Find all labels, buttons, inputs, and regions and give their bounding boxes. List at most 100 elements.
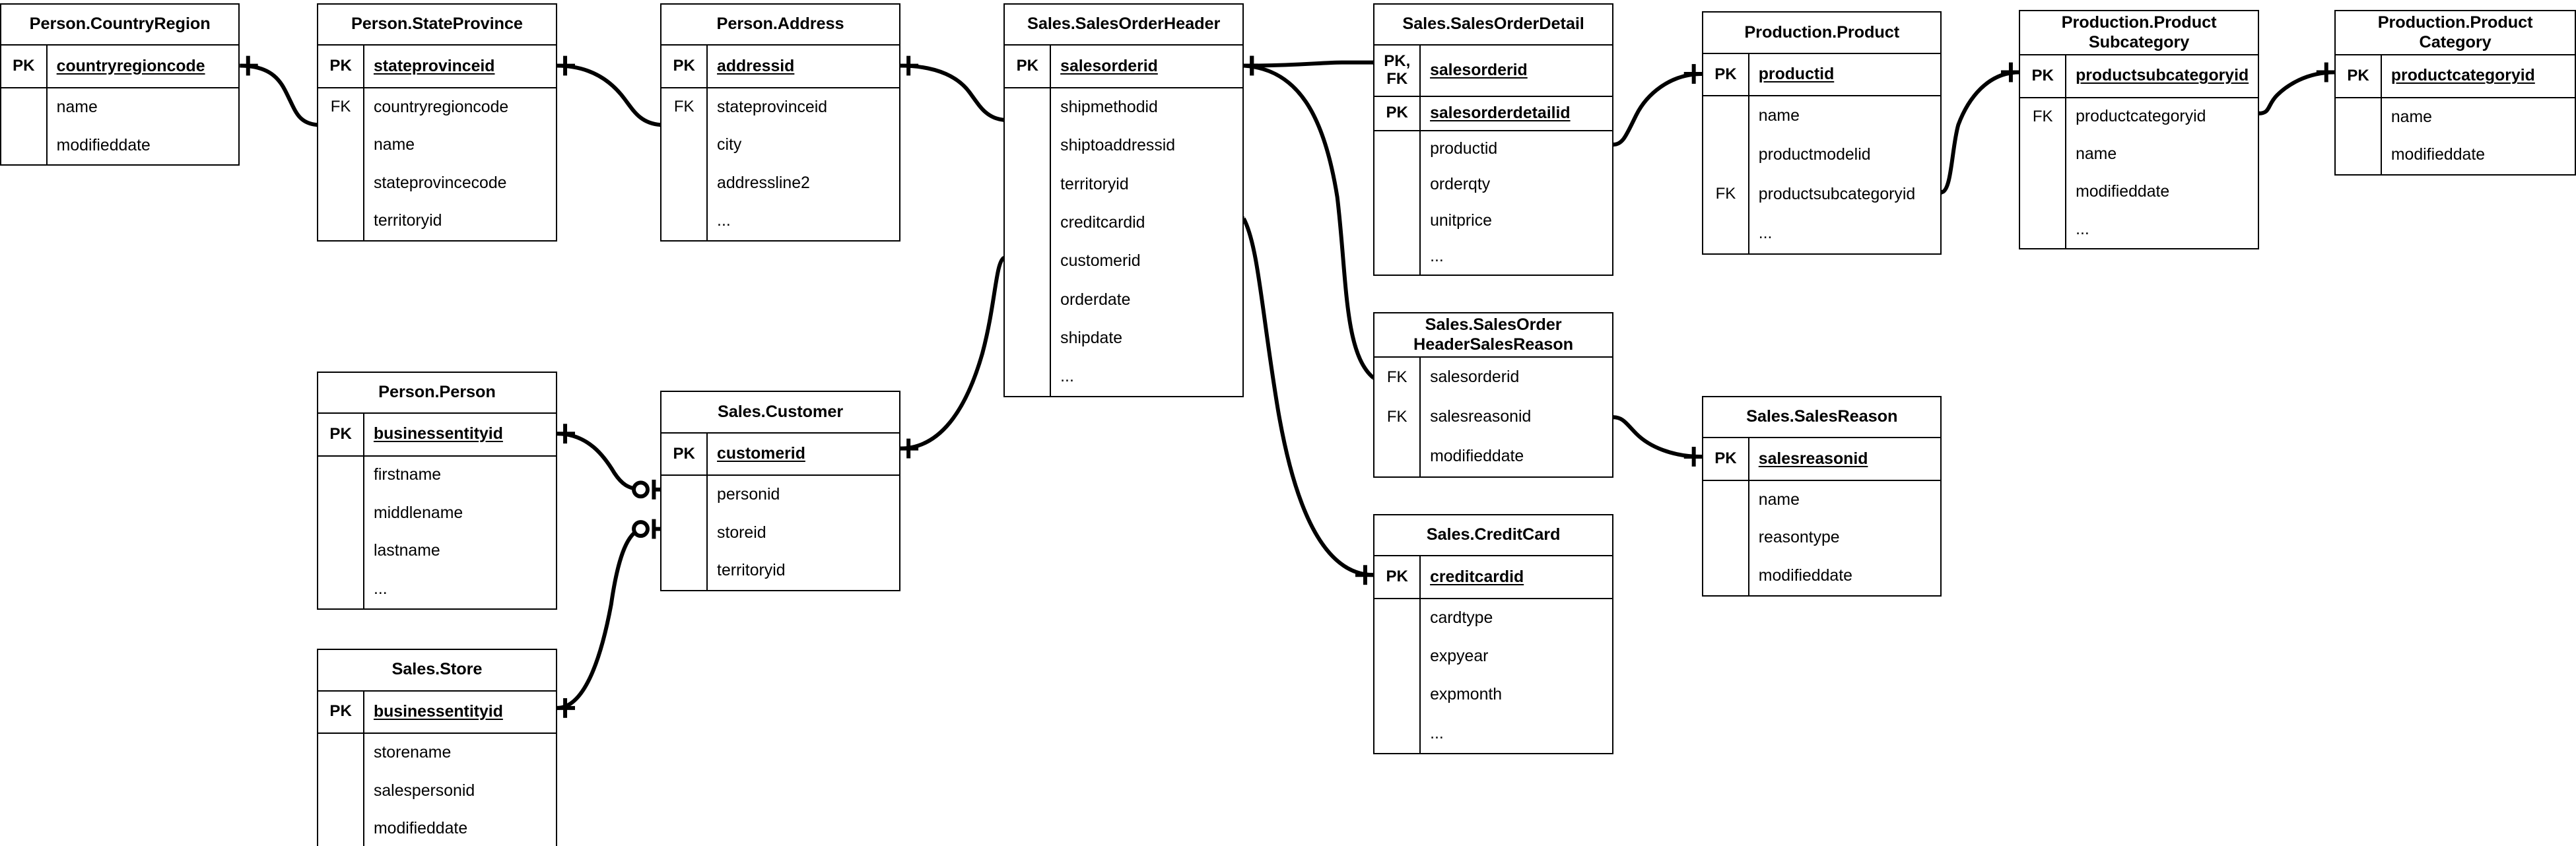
field-name: name xyxy=(2390,108,2432,126)
key-tag xyxy=(318,456,364,495)
field-name: reasontype xyxy=(1758,529,1840,547)
field-row: ... xyxy=(1703,214,1940,253)
key-tag xyxy=(1374,676,1421,715)
key-tag: PK xyxy=(661,433,708,475)
field-row: shipdate xyxy=(1005,319,1242,358)
key-tag xyxy=(1005,242,1052,281)
field-name: stateprovinceid xyxy=(717,98,828,116)
key-tag xyxy=(1005,88,1052,127)
attribute-block: name modifieddate xyxy=(2336,98,2575,175)
field-name: expmonth xyxy=(1430,686,1503,704)
field-row: middlename xyxy=(318,494,555,533)
field-name: lastname xyxy=(373,542,440,560)
field-name: salesreasonid xyxy=(1758,449,1868,468)
key-tag xyxy=(661,202,708,240)
key-tag xyxy=(661,164,708,203)
key-tag xyxy=(1005,165,1052,204)
field-name: customerid xyxy=(1060,252,1141,271)
attribute-block: name modifieddate xyxy=(1,88,238,165)
field-row: modifieddate xyxy=(1,126,238,165)
field-row: stateprovincecode xyxy=(318,164,555,203)
field-name: name xyxy=(1758,107,1800,125)
key-tag xyxy=(661,476,708,514)
key-tag xyxy=(1374,714,1421,753)
field-row: personid xyxy=(661,476,898,514)
field-row: modifieddate xyxy=(2336,136,2575,175)
field-row: cardtype xyxy=(1374,599,1611,638)
field-name: name xyxy=(1758,490,1800,509)
key-tag: PK xyxy=(318,413,364,455)
field-name: orderqty xyxy=(1430,176,1491,194)
field-name: name xyxy=(373,136,415,154)
entity-title: Sales.Store xyxy=(318,650,556,692)
field-name: creditcardid xyxy=(1060,214,1145,232)
field-name: storename xyxy=(373,744,452,762)
entity-title: Production.Product Subcategory xyxy=(2020,11,2258,56)
entity-title: Sales.SalesOrderHeader xyxy=(1005,5,1242,46)
key-tag xyxy=(661,513,708,552)
field-row: name xyxy=(1,88,238,127)
key-tag xyxy=(1005,127,1052,166)
key-tag xyxy=(1,126,48,165)
entity-title: Sales.SalesOrder HeaderSalesReason xyxy=(1374,313,1612,358)
field-name: territoryid xyxy=(373,212,442,230)
field-name: modifieddate xyxy=(2390,146,2486,164)
key-tag xyxy=(1703,480,1749,519)
field-row: addressline2 xyxy=(661,164,898,203)
field-row: ... xyxy=(2020,211,2257,249)
field-name: territoryid xyxy=(717,562,786,580)
entity-title: Production.Product xyxy=(1703,13,1941,54)
field-name: orderdate xyxy=(1060,290,1131,309)
field-name: middlename xyxy=(373,504,463,522)
key-tag xyxy=(318,202,364,240)
field-name: firstname xyxy=(373,466,442,484)
field-row: reasontype xyxy=(1703,519,1940,558)
entity-title: Person.Person xyxy=(318,373,556,414)
key-tag: PK xyxy=(1005,46,1052,87)
field-name: modifieddate xyxy=(56,136,151,154)
field-name: ... xyxy=(1060,368,1074,386)
key-tag xyxy=(318,570,364,608)
key-tag: FK xyxy=(1374,397,1421,438)
field-row: modifieddate xyxy=(318,810,555,846)
field-name: shipdate xyxy=(1060,329,1123,347)
entity-title: Production.Product Category xyxy=(2336,11,2575,56)
entity-title: Sales.Customer xyxy=(661,392,899,434)
key-tag xyxy=(1005,280,1052,319)
key-tag: PK xyxy=(1703,53,1749,96)
field-name: ... xyxy=(2076,220,2089,238)
key-tag: PK xyxy=(318,691,364,733)
key-tag xyxy=(1,88,48,127)
